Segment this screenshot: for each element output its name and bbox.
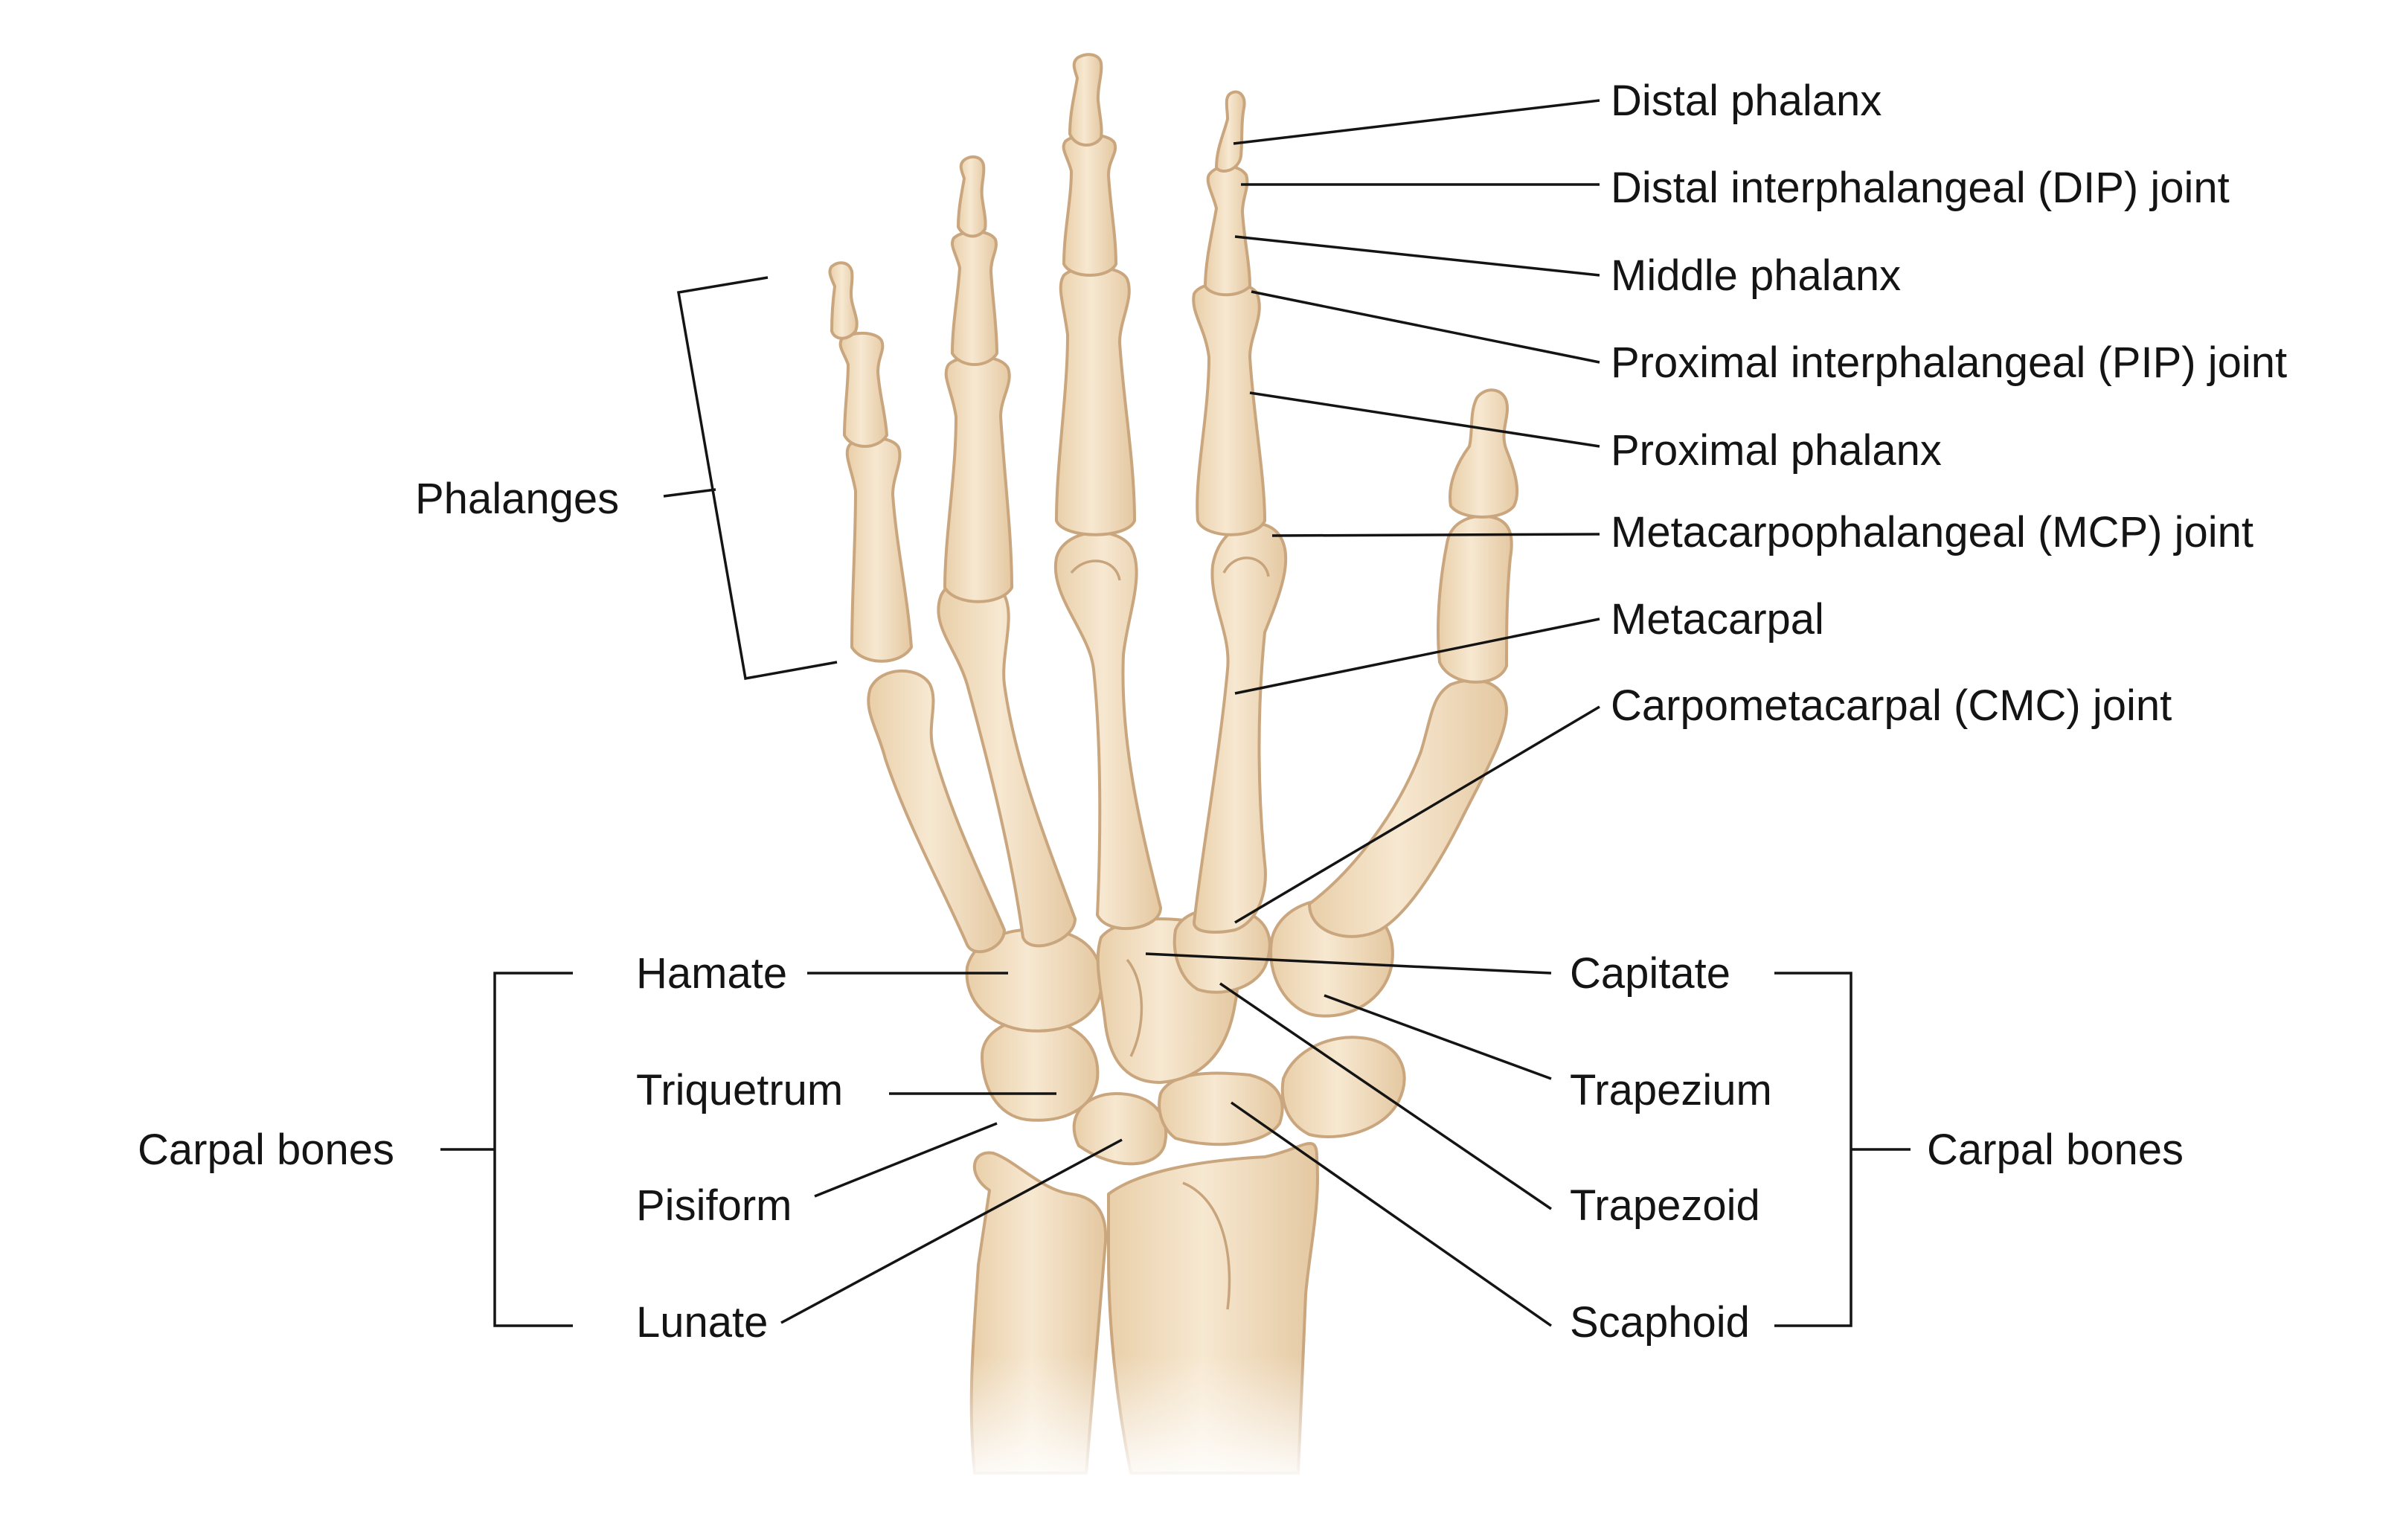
label-hamate: Hamate [636,949,787,998]
thumb-proximal-phalanx [1437,514,1513,684]
little-distal-phalanx [828,261,859,340]
label-pisiform: Pisiform [636,1181,792,1230]
index-distal-phalanx [1215,90,1246,173]
middle-distal-phalanx [1068,53,1103,147]
thumb-distal-phalanx [1449,388,1519,519]
label-phalanges: Phalanges [415,475,619,523]
hand-skeleton [828,53,1519,1488]
label-trapezoid: Trapezoid [1570,1181,1760,1230]
label-triquetrum: Triquetrum [636,1066,843,1114]
mcp-detail-middle [1070,559,1121,581]
label-carpal-bones-left: Carpal bones [138,1126,394,1174]
label-pip-joint: Proximal interphalangeal (PIP) joint [1611,339,2287,387]
label-capitate: Capitate [1570,949,1730,998]
label-lunate: Lunate [636,1298,768,1347]
labels: Distal phalanx Distal interphalangeal (D… [138,77,2287,1347]
label-middle-phalanx: Middle phalanx [1611,251,1901,300]
middle-metacarpal [1053,530,1162,931]
capitate-detail [1126,958,1143,1057]
label-dip-joint: Distal interphalangeal (DIP) joint [1611,164,2230,212]
leader-lines [440,99,1911,1327]
middle-middle-phalanx [1062,133,1117,277]
lunate-bone [1158,1071,1284,1146]
label-trapezium: Trapezium [1570,1066,1772,1114]
label-carpal-bones-right: Carpal bones [1927,1126,2184,1174]
label-proximal-phalanx: Proximal phalanx [1611,426,1942,475]
middle-proximal-phalanx [1055,266,1136,536]
index-middle-phalanx [1204,164,1251,297]
label-mcp-joint: Metacarpophalangeal (MCP) joint [1611,508,2253,556]
scaphoid-bone [1280,1036,1406,1138]
label-distal-phalanx: Distal phalanx [1611,77,1882,125]
little-metacarpal [867,669,1006,954]
label-scaphoid: Scaphoid [1570,1298,1750,1347]
ring-distal-phalanx [957,155,987,238]
pisiform-bone [1072,1092,1168,1166]
label-cmc-joint: Carpometacarpal (CMC) joint [1611,681,2172,730]
index-metacarpal [1193,522,1288,934]
little-middle-phalanx [838,331,888,448]
little-proximal-phalanx [845,436,913,663]
index-proximal-phalanx [1192,281,1266,536]
label-metacarpal: Metacarpal [1611,595,1824,644]
ring-middle-phalanx [951,230,998,366]
ring-proximal-phalanx [943,355,1013,603]
triquetrum-bone [981,1018,1100,1122]
thumb-metacarpal [1308,678,1508,938]
radius-ridge [1182,1181,1231,1310]
mcp-detail-index [1222,556,1270,577]
